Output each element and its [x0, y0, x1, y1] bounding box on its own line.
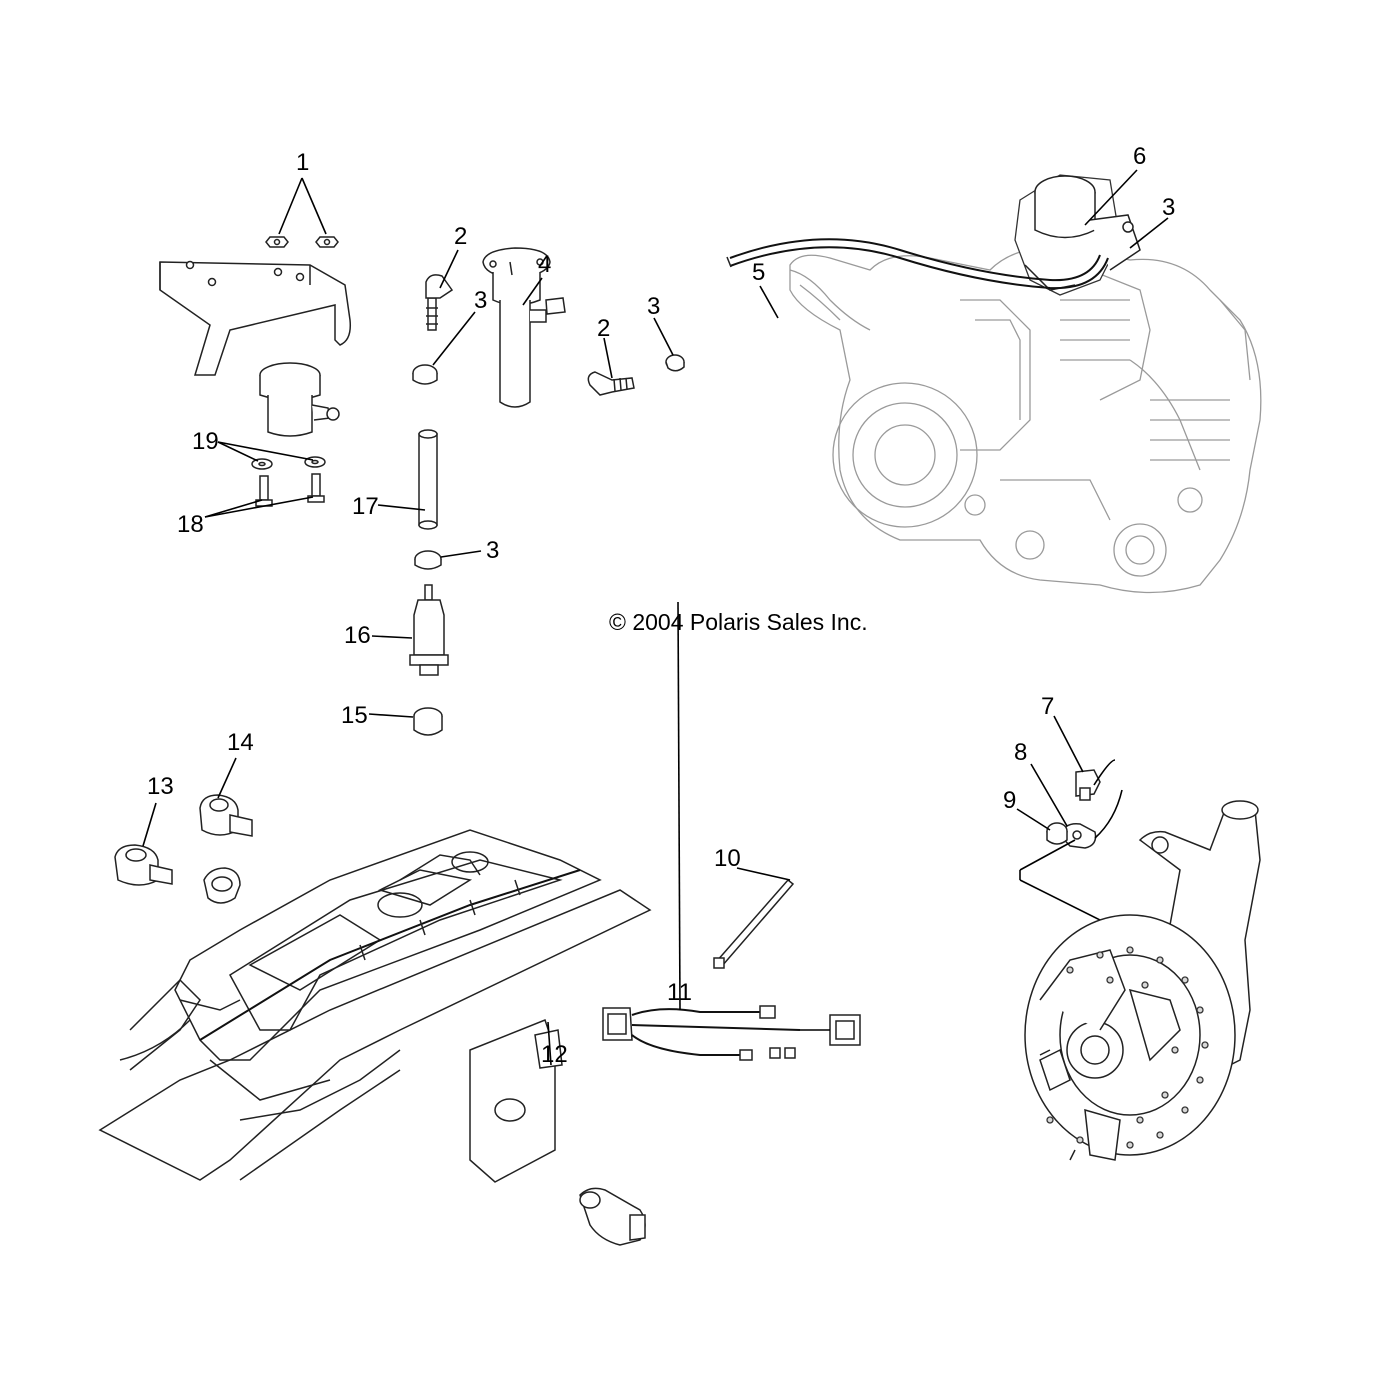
grommet-15: [413, 707, 443, 736]
callout-5: 5: [752, 259, 765, 286]
callout-9: 9: [1003, 787, 1016, 814]
callout-2b: 2: [597, 315, 610, 342]
washers-19: [251, 456, 326, 470]
switch-13: [114, 844, 173, 886]
spindle-brake-assembly: [1019, 800, 1261, 1161]
fuel-pump-ghost: [259, 362, 340, 437]
hose-clamp-3a: [412, 364, 438, 385]
elbow-fitting-2a: [425, 274, 454, 331]
switch-14: [199, 794, 253, 904]
fuel-pump-4: [482, 247, 566, 408]
speed-sensor-8: [1059, 789, 1123, 849]
engine-assembly: [726, 174, 1262, 594]
rod-10: [713, 878, 795, 969]
callout-12: 12: [541, 1041, 568, 1068]
callout-13: 13: [147, 773, 174, 800]
hose-17: [418, 429, 438, 530]
frame-section: [98, 829, 652, 1181]
relay-bracket-12: [469, 1019, 563, 1183]
callout-labels: 1 2 2 3 3 3 3 4 5 6 7 8 9 10 11 12 13 14…: [147, 143, 1175, 1068]
callout-15: 15: [341, 702, 368, 729]
nut-pair-1: [265, 236, 339, 248]
callout-4: 4: [538, 251, 551, 278]
callout-16: 16: [344, 622, 371, 649]
callout-18: 18: [177, 511, 204, 538]
callout-14: 14: [227, 729, 254, 756]
wire-harness-11: [602, 1005, 861, 1061]
copyright-notice: © 2004 Polaris Sales Inc.: [609, 609, 868, 635]
callout-3b: 3: [647, 293, 660, 320]
callout-3d: 3: [486, 537, 499, 564]
callout-3c: 3: [1162, 194, 1175, 221]
callout-17: 17: [352, 493, 379, 520]
pressure-switch: [579, 1187, 646, 1246]
callout-7: 7: [1041, 693, 1054, 720]
callout-3a: 3: [474, 287, 487, 314]
spacer-9: [1046, 822, 1068, 845]
mount-bracket: [159, 260, 352, 376]
callout-11: 11: [667, 979, 692, 1006]
sensor-bolt-7: [1075, 759, 1116, 801]
elbow-fitting-2b: [587, 371, 635, 396]
callout-1: 1: [296, 149, 309, 176]
rotor-holes: [1046, 946, 1209, 1149]
callout-6: 6: [1133, 143, 1146, 170]
leader-lines: [142, 169, 1169, 1066]
callout-2a: 2: [454, 223, 467, 250]
callout-10: 10: [714, 845, 741, 872]
callout-19: 19: [192, 428, 219, 455]
callout-8: 8: [1014, 739, 1027, 766]
hose-clamp-3b: [665, 354, 685, 372]
hose-clamp-3c: [414, 550, 442, 570]
fuel-filter-16: [409, 584, 449, 676]
